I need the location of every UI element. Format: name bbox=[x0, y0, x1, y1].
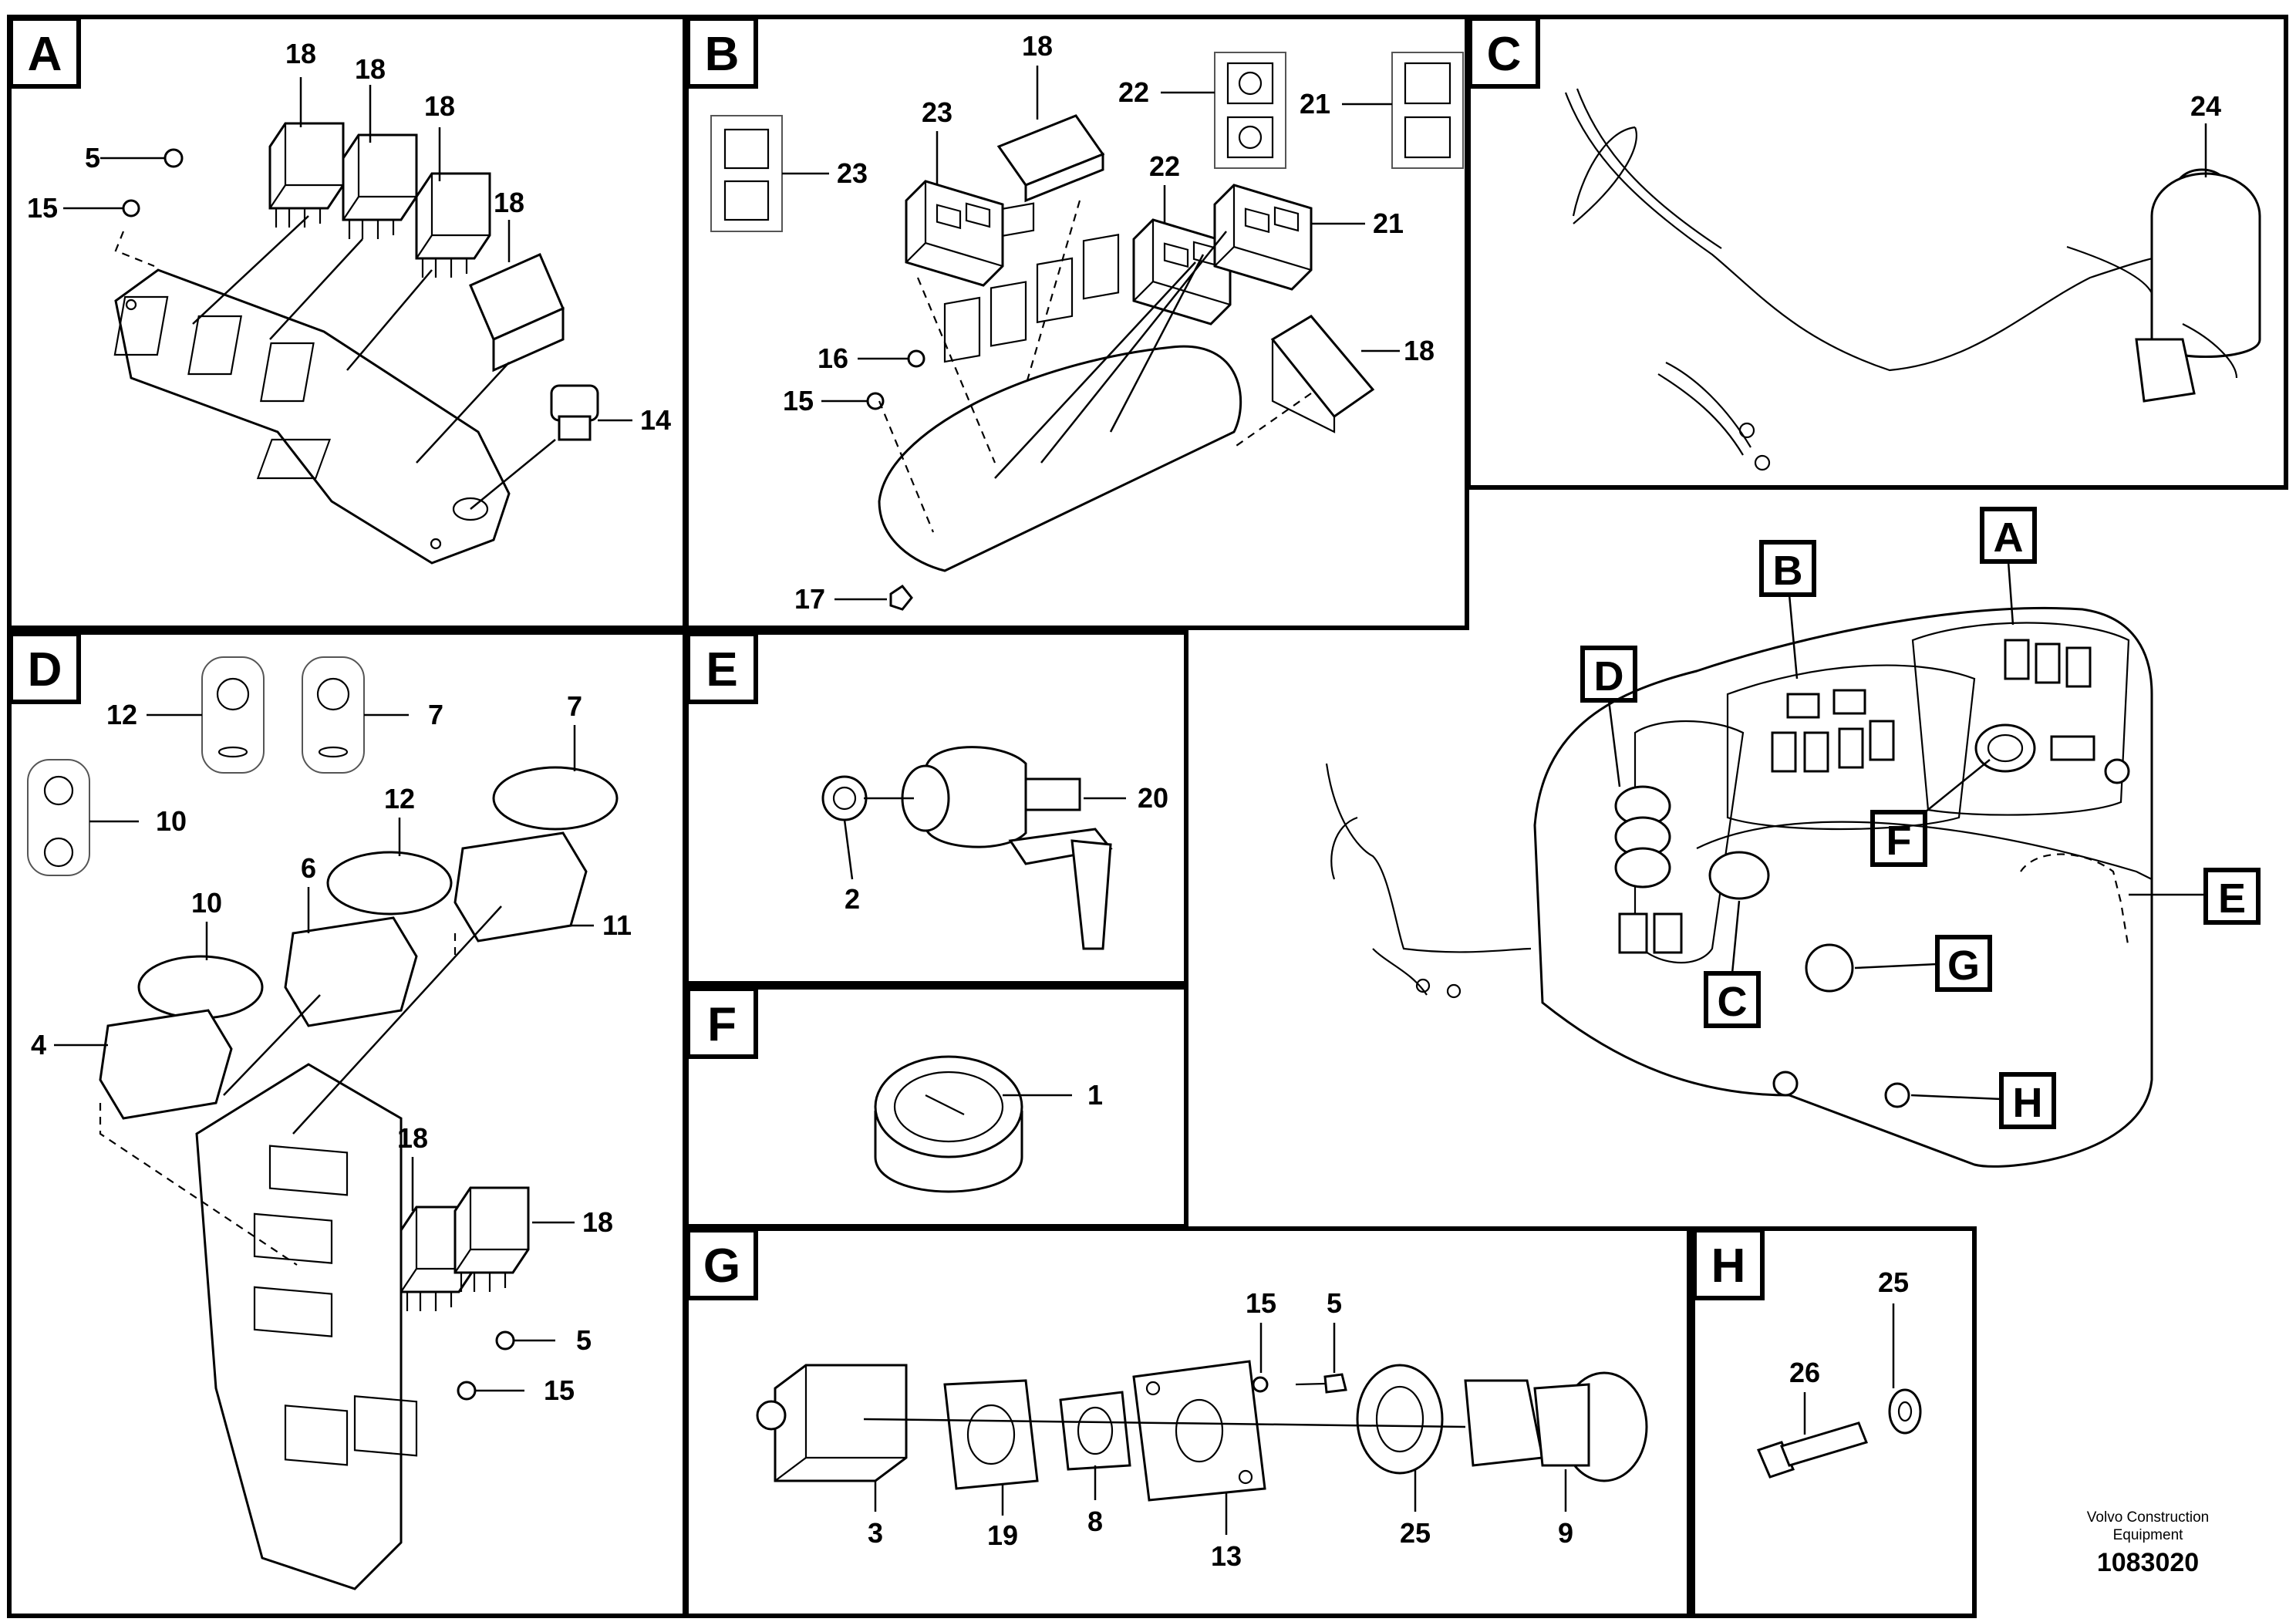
panel-d-drawing: 12 7 10 7 12 6 10 11 4 18 18 5 15 bbox=[27, 656, 632, 1590]
callout-b-16: 16 bbox=[818, 342, 848, 374]
overview-tag-d: D bbox=[1594, 653, 1624, 700]
callout-b-17: 17 bbox=[794, 583, 825, 615]
callout-e-20: 20 bbox=[1138, 782, 1168, 814]
callout-d-18a: 18 bbox=[397, 1122, 428, 1154]
panel-tag-b: B bbox=[705, 28, 740, 81]
panel-tag-d: D bbox=[28, 643, 62, 696]
callout-b-23b: 23 bbox=[837, 157, 868, 189]
callout-d-5: 5 bbox=[576, 1324, 592, 1356]
panel-e-drawing: 20 2 bbox=[821, 746, 1168, 950]
callout-d-12b: 12 bbox=[384, 783, 415, 814]
panel-tag-c: C bbox=[1487, 28, 1522, 81]
callout-d-4: 4 bbox=[31, 1029, 46, 1061]
callout-e-2: 2 bbox=[845, 883, 860, 915]
callout-a-18b: 18 bbox=[355, 53, 386, 85]
footer-company-line1: Volvo Construction bbox=[2087, 1509, 2209, 1526]
callout-a-14: 14 bbox=[640, 404, 671, 436]
callout-d-10a: 10 bbox=[156, 805, 187, 837]
callout-g-5: 5 bbox=[1327, 1287, 1342, 1319]
panel-frames bbox=[7, 15, 2288, 1618]
callout-g-9: 9 bbox=[1558, 1517, 1573, 1549]
callout-a-18c: 18 bbox=[424, 90, 455, 122]
panel-b-drawing: 18 23 23 22 21 22 21 18 16 15 17 bbox=[710, 30, 1464, 615]
panel-tags: A B C D E F G H bbox=[8, 16, 1765, 1300]
panel-tag-g: G bbox=[703, 1239, 740, 1293]
overview-tag-a: A bbox=[1994, 514, 2024, 561]
drawing-number: 1083020 bbox=[2097, 1548, 2199, 1577]
overview-tag-c: C bbox=[1718, 979, 1748, 1025]
callout-g-15: 15 bbox=[1246, 1287, 1276, 1319]
callout-d-7a: 7 bbox=[428, 699, 443, 730]
overview-tag-g: G bbox=[1947, 943, 1980, 989]
callout-g-8: 8 bbox=[1087, 1506, 1103, 1537]
panel-tag-e: E bbox=[706, 643, 737, 696]
overview-tag-e: E bbox=[2218, 875, 2246, 922]
switch-panel-plate bbox=[114, 268, 511, 565]
overview-tag-h: H bbox=[2013, 1080, 2043, 1126]
callout-a-18d: 18 bbox=[494, 187, 524, 218]
callout-g-3: 3 bbox=[868, 1517, 883, 1549]
callout-d-15: 15 bbox=[544, 1374, 575, 1406]
callout-g-13: 13 bbox=[1211, 1540, 1242, 1572]
overview-tag-b: B bbox=[1773, 548, 1803, 594]
panel-tag-a: A bbox=[28, 28, 62, 81]
callout-d-6: 6 bbox=[301, 852, 316, 884]
panel-h-drawing: 25 26 bbox=[1756, 1266, 1922, 1479]
callout-b-23a: 23 bbox=[922, 96, 952, 128]
panel-tag-f: F bbox=[707, 998, 737, 1051]
callout-b-18b: 18 bbox=[1404, 335, 1435, 366]
callout-a-5: 5 bbox=[85, 142, 100, 174]
callout-h-25: 25 bbox=[1878, 1266, 1909, 1298]
callout-c-24: 24 bbox=[2190, 90, 2221, 122]
callout-b-22b: 22 bbox=[1149, 150, 1180, 182]
callout-d-11: 11 bbox=[602, 909, 632, 941]
callout-g-19: 19 bbox=[987, 1519, 1018, 1551]
panel-c-drawing: 24 bbox=[1564, 88, 2261, 471]
callout-b-18a: 18 bbox=[1022, 30, 1053, 62]
panel-a-drawing: 18 18 18 18 5 15 14 bbox=[27, 38, 671, 565]
callout-a-18a: 18 bbox=[285, 38, 316, 69]
callout-d-7b: 7 bbox=[567, 690, 582, 722]
callout-d-10b: 10 bbox=[191, 887, 222, 919]
callout-f-1: 1 bbox=[1087, 1079, 1103, 1111]
panel-tag-h: H bbox=[1711, 1239, 1746, 1293]
callout-d-12a: 12 bbox=[106, 699, 137, 730]
panel-g-drawing: 15 5 3 19 8 13 25 9 bbox=[756, 1287, 1648, 1572]
callout-b-21a: 21 bbox=[1300, 88, 1330, 120]
callout-b-15: 15 bbox=[783, 385, 814, 416]
callout-d-18b: 18 bbox=[582, 1206, 613, 1238]
panel-f-drawing: 1 bbox=[874, 1055, 1103, 1193]
callout-h-26: 26 bbox=[1789, 1357, 1820, 1388]
callout-a-15: 15 bbox=[27, 192, 58, 224]
overview-drawing: A B D F E G C H bbox=[1325, 507, 2261, 1168]
footer-block: Volvo Construction Equipment 1083020 bbox=[2087, 1509, 2209, 1577]
callout-b-21b: 21 bbox=[1373, 207, 1404, 239]
callout-b-22a: 22 bbox=[1118, 76, 1149, 108]
callout-g-25: 25 bbox=[1400, 1517, 1431, 1549]
overview-tag-f: F bbox=[1886, 818, 1912, 864]
footer-company-line2: Equipment bbox=[2113, 1527, 2184, 1543]
